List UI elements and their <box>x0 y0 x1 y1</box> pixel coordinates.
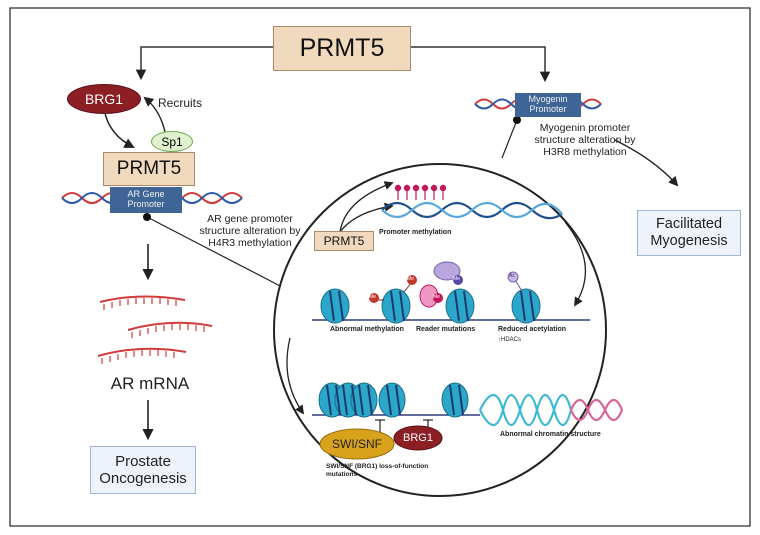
myogenin-promoter-box: Myogenin Promoter <box>515 93 581 117</box>
ar-mrna-label: AR mRNA <box>110 374 190 393</box>
reader-me-2-text: Me <box>433 294 440 300</box>
reader-me-1-text: Me <box>453 276 460 282</box>
prmt5-arrow-1 <box>339 181 394 233</box>
ar-connector-line <box>146 216 285 289</box>
methylated-dna <box>381 201 563 220</box>
reader-proteins <box>419 261 463 308</box>
outer-frame <box>9 7 751 527</box>
to-acetylation-arrow <box>564 221 587 307</box>
ar-promoter-box: AR Gene Promoter <box>110 187 182 213</box>
top-prmt5-box: PRMT5 <box>273 26 411 71</box>
ar-note-line1: AR gene promoter <box>207 213 293 225</box>
ac-mark <box>507 271 523 292</box>
brg1-to-prmt5-arrow <box>104 112 135 148</box>
circle-brg1-text: BRG1 <box>403 432 433 444</box>
abnormal-methylation-label: Abnormal methylation <box>330 326 404 333</box>
myogenin-connector-line <box>501 119 518 159</box>
ar-promoter-line1: AR Gene <box>127 189 165 200</box>
brg1-oval: BRG1 <box>67 84 141 114</box>
chromatin-label: Abnormal chromatin structure <box>500 431 601 438</box>
hdacs-label: ↑HDACs <box>498 337 522 343</box>
row2-wraps <box>326 384 464 416</box>
ar-note: AR gene promoter structure alteration by… <box>190 213 310 249</box>
reader-me-1 <box>453 275 463 285</box>
ar-pin <box>143 213 151 221</box>
oncogenesis-line2: Oncogenesis <box>99 470 187 487</box>
chromatin-coil <box>479 393 624 427</box>
row1-wraps <box>329 290 535 322</box>
left-prmt5-box: PRMT5 <box>103 152 195 186</box>
inhibition-marks <box>375 419 433 432</box>
me-mark-2 <box>407 275 417 285</box>
circle-prmt5-box: PRMT5 <box>314 231 374 251</box>
swi-note-line2: mutations <box>326 471 358 478</box>
me-mark-1 <box>369 293 379 303</box>
reader-me-2 <box>433 293 443 303</box>
myogenin-note: Myogenin promoter structure alteration b… <box>515 122 655 158</box>
top-branch-arrows <box>135 46 551 83</box>
ar-note-line2: structure alteration by <box>199 225 301 237</box>
sp1-oval: Sp1 <box>151 131 193 152</box>
reduced-acetylation-label: Reduced acetylation <box>498 326 567 333</box>
swi-snf-text: SWI/SNF <box>332 437 382 451</box>
myogenin-promoter-line1: Myogenin <box>528 94 568 105</box>
mrna-strands <box>97 295 213 364</box>
row2-nucleosomes <box>318 382 469 418</box>
ar-note-line3: H4R3 methylation <box>208 237 292 249</box>
me-mark-2-text: Me <box>407 276 414 282</box>
myogenin-note-line2: structure alteration by <box>534 134 636 146</box>
myogenin-note-line3: H3R8 methylation <box>543 146 627 158</box>
recruits-arrow <box>143 96 166 133</box>
circle-brg1-oval <box>393 425 443 451</box>
ar-promoter-line2: Promoter <box>127 199 165 209</box>
me-mark-1-text: Me <box>369 294 376 300</box>
me-marks <box>369 275 417 303</box>
ac-mark-text: Ac <box>509 273 515 279</box>
promoter-methylation-label: Promoter methylation <box>379 229 452 236</box>
swi-note-line1: SWI/SNF (BRG1) loss-of-function <box>326 463 429 470</box>
facilitated-myogenesis-box: Facilitated Myogenesis <box>637 210 741 256</box>
myogenesis-line1: Facilitated <box>655 216 723 233</box>
myogenesis-line2: Myogenesis <box>650 233 728 249</box>
myogenin-note-line1: Myogenin promoter <box>539 122 631 134</box>
to-chromatin-arrow <box>286 337 305 415</box>
methyl-lollipops <box>394 184 447 200</box>
swi-snf-note: SWI/SNF (BRG1) loss-of-function mutation… <box>326 463 428 479</box>
reader-mutations-label: Reader mutations <box>416 326 476 333</box>
recruits-label: Recruits <box>158 96 203 110</box>
myogenin-promoter-line2: Promoter <box>529 104 567 114</box>
myogenesis-arrow <box>614 139 679 187</box>
oncogenesis-line1: Prostate <box>115 452 171 470</box>
myogenin-pin <box>513 116 521 124</box>
swi-snf-oval <box>319 428 395 460</box>
prostate-oncogenesis-box: Prostate Oncogenesis <box>90 446 196 494</box>
